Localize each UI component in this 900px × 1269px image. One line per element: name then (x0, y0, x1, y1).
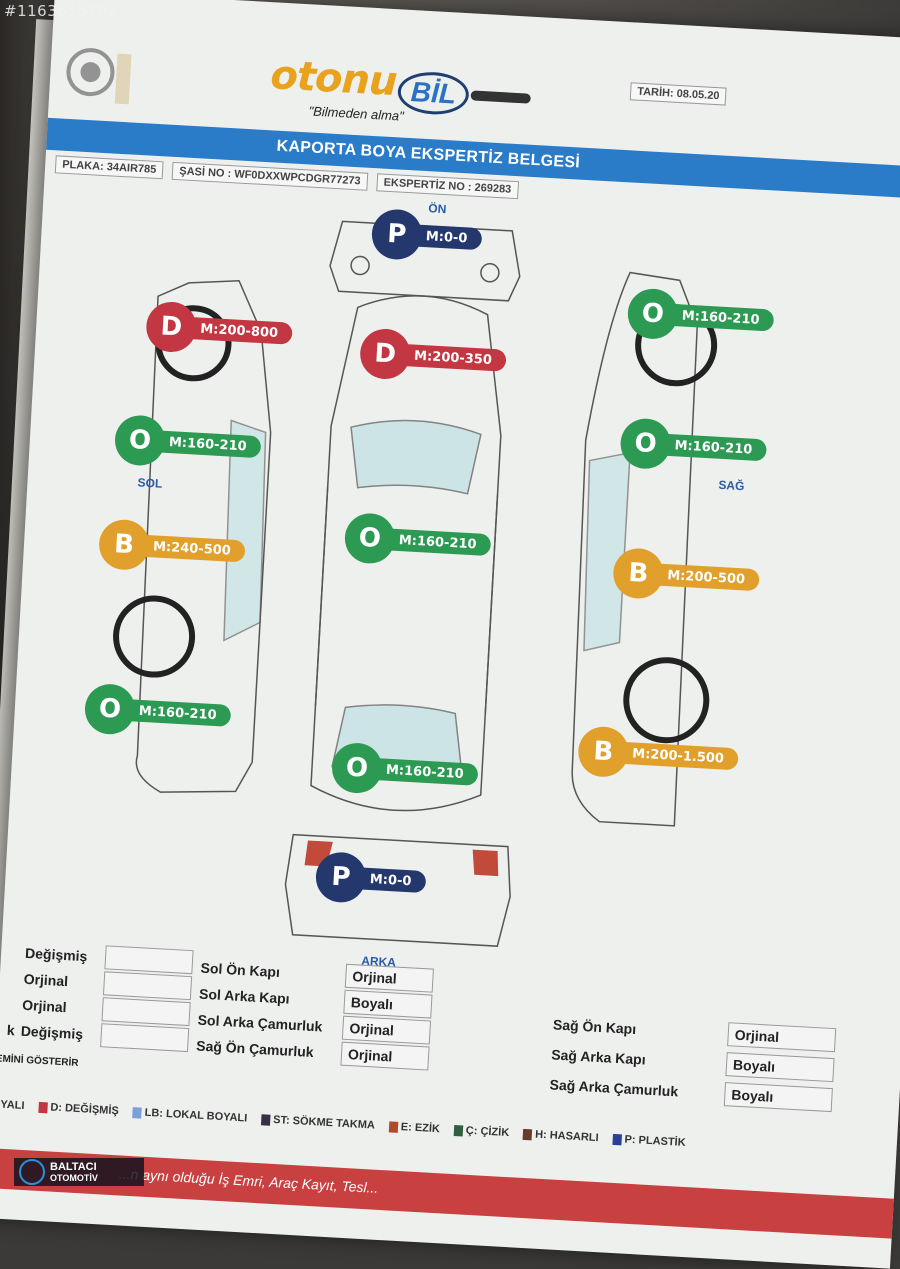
cut-text: k (6, 1021, 16, 1039)
legend-swatch-icon (612, 1133, 622, 1146)
legend-item: E: EZİK (388, 1120, 441, 1136)
dealer-sub: OTOMOTİV (50, 1173, 98, 1183)
legend-label: P: PLASTİK (624, 1133, 686, 1149)
right-rear-wheel (623, 657, 710, 744)
front-bumper-outline (329, 220, 521, 302)
table-label: Sol Ön Kapı (200, 959, 281, 981)
table-label: Sağ Ön Kapı (552, 1016, 637, 1038)
table-value: Orjinal (341, 1015, 432, 1045)
table-label: Sağ Ön Çamurluk (195, 1037, 315, 1061)
windshield (350, 419, 482, 495)
left-label: SOL (137, 475, 163, 491)
table-label: Sağ Arka Kapı (550, 1046, 647, 1068)
cut-text (8, 1004, 22, 1005)
legend-swatch-icon (38, 1101, 48, 1113)
left-side-outline (135, 279, 272, 793)
badge-letter: O (330, 741, 384, 795)
table-label: Değişmiş (20, 1022, 84, 1043)
badge-letter: B (97, 518, 151, 572)
table-value: Orjinal (340, 1041, 430, 1071)
badge-range: M:200-1.500 (609, 741, 739, 771)
right-label: SAĞ (718, 477, 745, 494)
left-rear-wheel (113, 595, 196, 678)
badge-letter: P (370, 208, 424, 261)
listing-watermark: #1163615702 (4, 2, 118, 20)
legend-item: Ç: ÇİZİK (453, 1124, 510, 1140)
legend-swatch-icon (260, 1113, 271, 1126)
table-label: Orjinal (21, 996, 68, 1016)
legend-swatch-icon (132, 1106, 143, 1119)
legend-label: Ç: ÇİZİK (465, 1124, 510, 1140)
table-value (100, 1023, 190, 1053)
dealer-logo-icon (19, 1159, 45, 1185)
badge-letter: B (611, 547, 665, 600)
table-value: Orjinal (727, 1022, 837, 1053)
legend-label: H: HASARLI (534, 1128, 599, 1145)
badge-letter: O (343, 512, 397, 565)
company-logo-icon (66, 48, 132, 105)
table-value (102, 971, 193, 1001)
dealer-logo: BALTACI OTOMOTİV (14, 1158, 144, 1186)
table-label: Sol Arka Kapı (198, 985, 291, 1007)
table-value: Orjinal (344, 963, 434, 993)
badge-letter: P (314, 850, 368, 904)
badge-letter: O (626, 287, 680, 341)
badge-letter: D (145, 300, 198, 354)
badge-letter: O (83, 682, 137, 736)
table-value: Boyalı (723, 1082, 833, 1113)
legend-swatch-icon (388, 1121, 399, 1133)
cut-text (11, 952, 25, 953)
table-value: Boyalı (343, 989, 433, 1019)
badge-letter: B (576, 725, 630, 779)
badge-letter: O (113, 414, 167, 467)
badge-letter: O (619, 417, 672, 471)
legend-swatch-icon (522, 1128, 533, 1141)
badge-letter: D (358, 327, 412, 381)
legend-label: E: EZİK (400, 1121, 441, 1136)
cut-text (10, 978, 24, 979)
legend-item: ...OYALI (0, 1098, 25, 1112)
legend-label: D: DEĞİŞMİŞ (50, 1101, 120, 1118)
right-side-outline (571, 271, 698, 827)
dealer-name: BALTACI (50, 1161, 97, 1173)
table-label: Sağ Arka Çamurluk (549, 1076, 679, 1100)
table-label: Sol Arka Çamurluk (197, 1011, 323, 1035)
table-label: Orjinal (23, 970, 69, 990)
table-value (101, 997, 191, 1027)
table-label: Değişmiş (24, 944, 88, 965)
table-value (104, 945, 194, 975)
legend-label: ...OYALI (0, 1097, 25, 1113)
top-body-outline (310, 295, 502, 812)
table-value: Boyalı (725, 1052, 835, 1083)
legend-swatch-icon (453, 1124, 464, 1137)
rear-bumper-outline (284, 833, 511, 947)
